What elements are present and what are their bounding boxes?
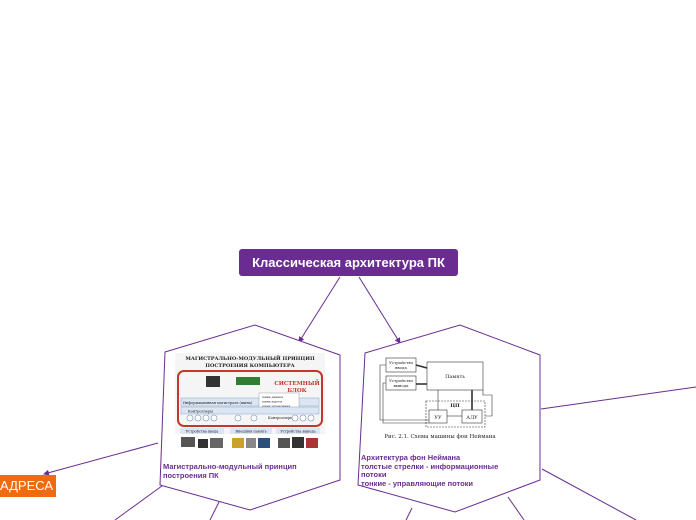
- controller-circle: [307, 414, 315, 422]
- von-neumann-caption-line: тонкие - управляющие потоки: [361, 478, 474, 488]
- address-node[interactable]: АДРЕСА: [0, 475, 56, 497]
- controller-circle: [194, 414, 202, 422]
- output-device-label-1: Устройство: [389, 378, 414, 383]
- connector-right-bottom-3: [541, 468, 637, 520]
- thin-flow-line: [482, 390, 493, 417]
- bus-label: Информационная магистраль (шина): [183, 401, 253, 405]
- bus-diagram-image: МАГИСТРАЛЬНО-МОДУЛЬНЫЙ ПРИНЦИП ПОСТРОЕНИ…: [175, 353, 325, 448]
- von-neumann-diagram-image: Устройство ввода Устройство вывода Памят…: [379, 357, 496, 440]
- controller-circle: [250, 414, 258, 422]
- keyboard-icon: [181, 437, 195, 447]
- memory-label: Память: [445, 374, 465, 380]
- memory-module-icon: [236, 377, 260, 385]
- von-neumann-caption: Архитектура фон Неймана толстые стрелки …: [361, 453, 499, 488]
- controller-circle: [202, 414, 210, 422]
- system-block-label-2: БЛОК: [287, 388, 306, 394]
- connector-to-address: [43, 442, 159, 476]
- cd-drive-icon: [258, 438, 270, 448]
- controller-circle: [291, 414, 299, 422]
- bus-principle-caption: Магистрально-модульный принцип построени…: [163, 462, 297, 480]
- connector-right-bottom-2: [507, 496, 525, 520]
- thick-flow-arrow: [415, 364, 428, 369]
- bus-principle-caption-line: построения ПК: [163, 470, 219, 480]
- speaker-icon: [306, 438, 318, 448]
- von-neumann-caption-line: толстые стрелки - информационные: [361, 461, 499, 471]
- system-block-frame: [177, 370, 323, 427]
- figure-caption: Рис. 2.1. Схема машины фон Неймана: [384, 433, 496, 440]
- connector-right-bottom-1: [405, 507, 413, 520]
- input-devices-label: Устройства ввода: [186, 430, 218, 434]
- connector-left-bottom-2: [209, 501, 220, 520]
- connector-root-left: [298, 276, 341, 343]
- cpu-box: [425, 400, 486, 428]
- von-neumann-caption-line: потоки: [361, 470, 387, 479]
- controllers-label-right: Контроллеры: [268, 416, 293, 420]
- controllers-bar: [180, 406, 320, 415]
- scanner-icon: [210, 438, 223, 448]
- monitor-icon: [292, 437, 304, 448]
- bus-principle-caption-line: Магистрально-модульный принцип: [163, 462, 297, 471]
- input-devices-bar: [180, 428, 224, 434]
- address-node-label: АДРЕСА: [0, 478, 54, 493]
- printer-icon: [278, 438, 290, 448]
- bus-item-address: шина адреса: [262, 400, 283, 404]
- input-device-label-1: Устройство: [389, 360, 414, 365]
- bus-bar: [180, 397, 320, 407]
- connector-root-right: [358, 276, 401, 344]
- alu-label: АЛУ: [466, 415, 478, 421]
- connector-left-bottom-1: [114, 482, 167, 520]
- output-devices-label: Устройства вывода: [280, 430, 315, 434]
- output-devices-bar: [276, 428, 320, 434]
- connector-right-upper: [540, 386, 696, 410]
- von-neumann-caption-line: Архитектура фон Неймана: [361, 453, 461, 462]
- bus-item-control: шина управления: [262, 404, 290, 408]
- root-topic[interactable]: Классическая архитектура ПК: [239, 249, 458, 276]
- output-device-label-2: вывода: [394, 383, 410, 388]
- bus-item-data: шина данных: [262, 395, 284, 399]
- controllers-label-left: Контроллеры: [188, 410, 213, 414]
- system-block-label-1: СИСТЕМНЫЙ: [274, 379, 319, 387]
- control-unit-label: УУ: [434, 415, 442, 421]
- thin-flow-line: [382, 382, 429, 424]
- disk-drive-icon: [232, 438, 244, 448]
- bus-diagram-title-2: ПОСТРОЕНИЯ КОМПЬЮТЕРА: [205, 363, 295, 369]
- controller-circle: [186, 414, 194, 422]
- cpu-chip-icon: [206, 376, 220, 387]
- root-topic-label: Классическая архитектура ПК: [252, 255, 445, 270]
- hexagon-node-von-neumann[interactable]: Устройство ввода Устройство вывода Памят…: [357, 324, 541, 513]
- controller-circle: [210, 414, 218, 422]
- thin-flow-line: [379, 364, 429, 421]
- bus-diagram-title-1: МАГИСТРАЛЬНО-МОДУЛЬНЫЙ ПРИНЦИП: [185, 354, 315, 362]
- memory-box: [426, 361, 484, 391]
- controller-circle: [234, 414, 242, 422]
- hexagon-node-bus-principle[interactable]: МАГИСТРАЛЬНО-МОДУЛЬНЫЙ ПРИНЦИП ПОСТРОЕНИ…: [159, 324, 341, 511]
- hard-drive-icon: [246, 438, 256, 448]
- input-device-label-2: ввода: [395, 365, 407, 370]
- external-memory-label: Внешняя память: [235, 430, 266, 434]
- cpu-label: ЦП: [450, 403, 460, 409]
- external-memory-bar: [230, 428, 272, 434]
- mouse-icon: [198, 439, 208, 448]
- controller-circle: [299, 414, 307, 422]
